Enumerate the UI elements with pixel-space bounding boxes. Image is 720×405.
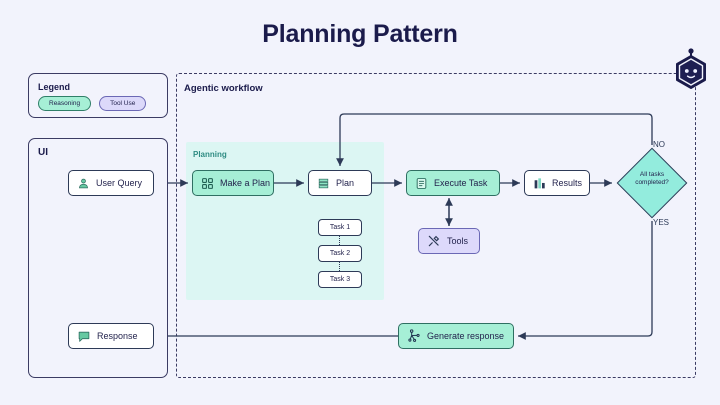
node-response[interactable]: Response	[68, 323, 154, 349]
agentic-workflow-container	[176, 73, 696, 378]
legend-items: Reasoning Tool Use	[38, 96, 147, 111]
decision-label-line2: completed?	[635, 179, 669, 187]
task-connector	[339, 262, 340, 271]
node-tools[interactable]: Tools	[418, 228, 480, 254]
node-generate-response-label: Generate response	[427, 331, 505, 341]
branch-label-yes: YES	[653, 218, 670, 227]
ui-panel-title: UI	[38, 147, 48, 158]
document-icon	[415, 177, 428, 190]
decision-label-line1: All tasks	[639, 171, 665, 178]
decision-all-tasks-completed[interactable]: All tasks completed?	[614, 145, 690, 221]
decision-label: All tasks completed?	[614, 171, 690, 187]
robot-head-icon	[672, 48, 710, 90]
task-connector	[339, 236, 340, 245]
legend-panel: Legend Reasoning Tool Use	[28, 73, 168, 118]
node-execute-task-label: Execute Task	[434, 178, 488, 188]
node-user-query[interactable]: User Query	[68, 170, 154, 196]
node-execute-task[interactable]: Execute Task	[406, 170, 500, 196]
legend-item-tool-use: Tool Use	[99, 96, 147, 111]
page-title: Planning Pattern	[262, 20, 458, 48]
branch-label-no: NO	[653, 140, 665, 149]
node-results-label: Results	[552, 178, 583, 188]
node-plan[interactable]: Plan	[308, 170, 372, 196]
node-generate-response[interactable]: Generate response	[398, 323, 514, 349]
node-user-query-label: User Query	[96, 178, 143, 188]
task-chip[interactable]: Task 2	[318, 245, 362, 262]
legend-item-reasoning: Reasoning	[38, 96, 92, 111]
edge-yes-to-generate	[518, 221, 653, 340]
task-chip[interactable]: Task 1	[318, 219, 362, 236]
planning-label: Planning	[193, 150, 227, 159]
tools-icon	[427, 234, 441, 248]
task-chip[interactable]: Task 3	[318, 271, 362, 288]
node-tools-label: Tools	[447, 236, 469, 246]
agentic-workflow-label: Agentic workflow	[184, 83, 263, 94]
layers-icon	[317, 177, 330, 190]
node-response-label: Response	[97, 331, 138, 341]
bar-chart-icon	[533, 177, 546, 190]
user-icon	[77, 177, 90, 190]
edge-no-loop-to-plan	[336, 113, 653, 166]
legend-title: Legend	[38, 82, 71, 92]
node-results[interactable]: Results	[524, 170, 590, 196]
grid-squares-icon	[201, 177, 214, 190]
node-plan-label: Plan	[336, 178, 355, 188]
node-make-a-plan-label: Make a Plan	[220, 178, 271, 188]
network-nodes-icon	[407, 329, 421, 343]
speech-bubble-icon	[77, 330, 91, 343]
node-make-a-plan[interactable]: Make a Plan	[192, 170, 274, 196]
